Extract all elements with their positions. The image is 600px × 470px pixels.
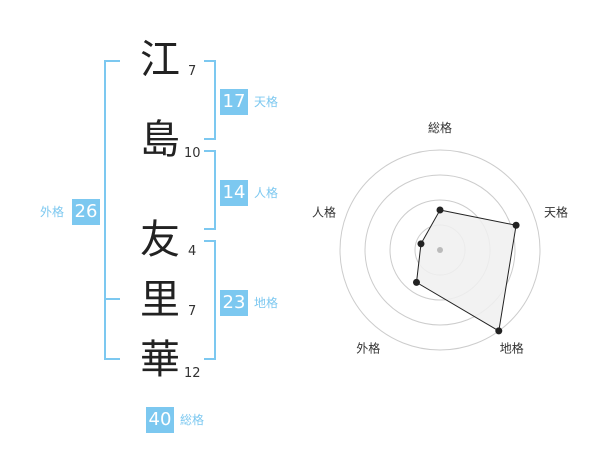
stroke-count-3: 4	[188, 244, 197, 259]
radar-axis-label-3: 地格	[500, 341, 524, 356]
radar-point-2	[512, 221, 520, 229]
stroke-count-5: 12	[184, 366, 201, 381]
name-char-5: 華	[140, 337, 180, 383]
radar-point-1	[436, 206, 444, 214]
gaikaku-value: 26	[72, 199, 100, 225]
tenkaku-value: 17	[220, 89, 248, 115]
radar-axis-label-5: 人格	[312, 204, 336, 219]
radar-grid-ring-3	[364, 174, 516, 326]
radar-point-3	[495, 327, 503, 335]
chikaku-label: 地格	[254, 296, 279, 310]
stroke-count-1: 7	[188, 64, 197, 79]
name-char-1: 江	[140, 37, 180, 83]
jinkaku-bracket	[204, 150, 216, 230]
radar-center	[437, 247, 443, 253]
stroke-count-4: 7	[188, 304, 197, 319]
radar-axis-label-1: 総格	[428, 120, 452, 135]
jinkaku-label: 人格	[254, 186, 279, 200]
gaikaku-bracket-tick	[104, 298, 120, 300]
tenkaku-bracket	[204, 60, 216, 140]
stroke-count-2: 10	[184, 146, 201, 161]
chikaku-bracket	[204, 240, 216, 360]
radar-series-area	[415, 209, 517, 332]
gaikaku-bracket	[104, 60, 120, 360]
chikaku-value: 23	[220, 290, 248, 316]
name-char-2: 島	[140, 117, 180, 163]
soukaku-label: 総格	[180, 413, 205, 427]
soukaku-value: 40	[146, 407, 174, 433]
name-char-4: 里	[140, 277, 180, 323]
name-char-3: 友	[140, 217, 180, 263]
radar-point-5	[417, 240, 425, 248]
radar-axis-label-2: 天格	[544, 204, 568, 219]
gaikaku-label: 外格	[40, 205, 65, 219]
radar-point-4	[412, 278, 420, 286]
radar-grid-ring-4	[339, 149, 541, 351]
radar-axis-label-4: 外格	[356, 341, 380, 356]
jinkaku-value: 14	[220, 180, 248, 206]
tenkaku-label: 天格	[254, 95, 279, 109]
